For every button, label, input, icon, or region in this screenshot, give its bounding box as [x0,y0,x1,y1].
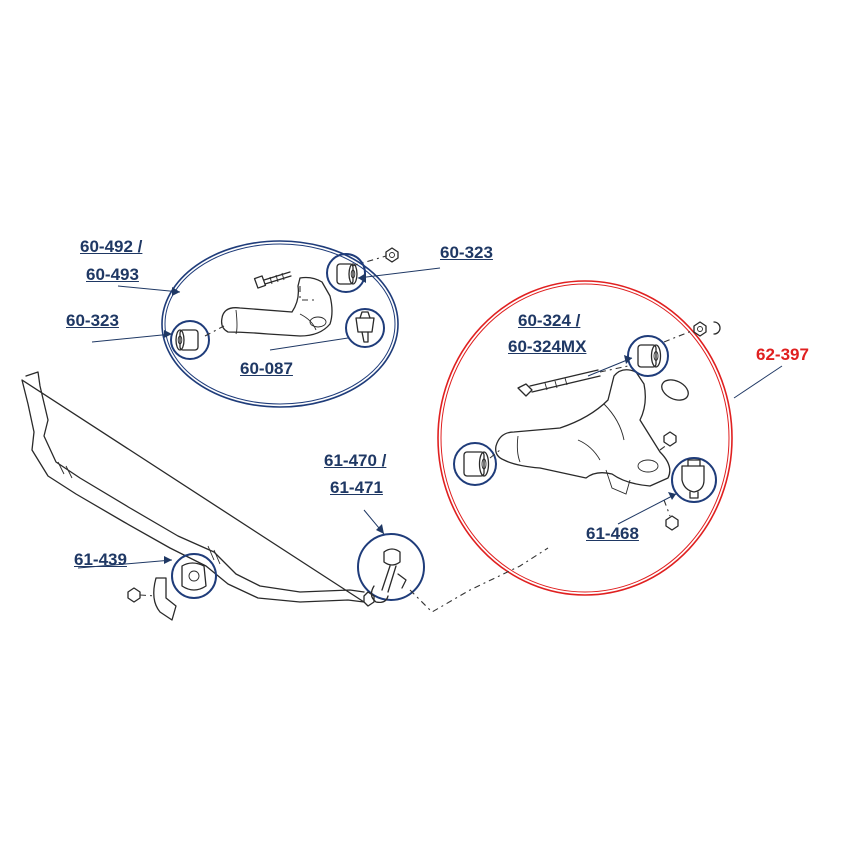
leader-61-439 [77,559,173,569]
leader-62-397 [733,365,783,399]
lower-ball-joint[interactable] [671,457,717,503]
stabilizer-link[interactable] [357,533,425,607]
upper-control-arm-group [91,240,441,408]
lower-control-arm-group [437,280,783,596]
stabilizer-bushing[interactable] [171,553,217,599]
upper-arm-group-oval[interactable] [161,240,399,408]
arrow-60-323-left [164,330,172,338]
leader-60-323-top [357,267,441,279]
arrow-60-323-top [358,273,366,283]
label-60-323-top[interactable]: 60-323 [440,243,493,262]
label-60-492[interactable]: 60-492 / [80,237,143,256]
label-60-324mx[interactable]: 60-324MX [508,337,587,356]
leader-60-492 [117,285,181,293]
arrow-60-492 [172,287,180,296]
lower-control-arm[interactable] [495,369,671,487]
arrow-61-468 [668,492,676,500]
label-60-323-left[interactable]: 60-323 [66,311,119,330]
leader-60-087 [269,337,349,351]
stabilizer-bar[interactable] [21,371,365,603]
arrow-61-470 [376,524,384,534]
label-60-087[interactable]: 60-087 [240,359,293,378]
arrow-61-439 [164,556,172,564]
label-61-439[interactable]: 61-439 [74,550,127,569]
lower-arm-small-nut[interactable] [663,431,677,447]
leader-60-324 [587,357,633,377]
lower-arm-assembly-circle[interactable] [437,280,733,596]
leader-60-323-left [91,333,173,343]
upper-arm-bolt[interactable] [253,271,292,289]
label-61-470[interactable]: 61-470 / [324,451,387,470]
lower-arm-rear-bushing[interactable] [627,335,669,377]
stabilizer-bracket[interactable] [127,577,177,621]
upper-arm-front-bushing[interactable] [170,320,210,360]
label-61-468[interactable]: 61-468 [586,524,639,543]
lower-arm-nut[interactable] [693,321,721,337]
lower-arm-dust-cap[interactable] [659,376,692,404]
label-61-471[interactable]: 61-471 [330,478,383,497]
lower-arm-bolt[interactable] [517,369,601,397]
label-62-397[interactable]: 62-397 [756,345,809,364]
stabilizer-bar-group [21,371,549,621]
label-60-493[interactable]: 60-493 [86,265,139,284]
leader-61-468 [617,493,677,525]
label-60-324[interactable]: 60-324 / [518,311,581,330]
lower-arm-front-bushing[interactable] [453,442,497,486]
lower-arm-bottom-nut[interactable] [665,515,679,531]
upper-arm-rear-bushing[interactable] [326,253,366,293]
arrow-60-324 [624,355,632,364]
upper-ball-joint[interactable] [345,308,385,348]
upper-control-arm[interactable] [220,276,333,337]
upper-arm-nut[interactable] [385,247,399,263]
